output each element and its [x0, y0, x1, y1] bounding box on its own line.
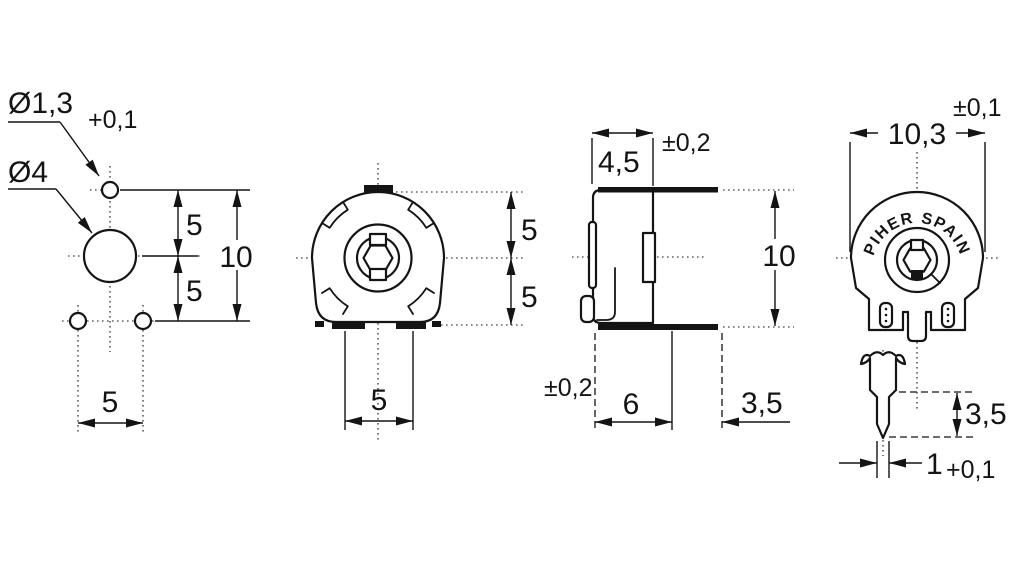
foot-outer-right — [432, 321, 441, 327]
dim-6-label: 6 — [623, 388, 640, 421]
dashed-extension-lines — [889, 391, 973, 438]
extension-lines-width — [591, 138, 654, 186]
dashed-extension-lines — [594, 333, 723, 430]
dim-10_3-label: 10,3 — [888, 118, 946, 151]
dim-5-bottom-label: 5 — [186, 275, 203, 308]
label-mask — [757, 239, 801, 270]
tol-0_2-top-label: ±0,2 — [662, 129, 710, 157]
hex-socket — [902, 247, 932, 273]
bottom-left-hole — [68, 311, 88, 331]
dim-5-feet-label: 5 — [371, 384, 388, 417]
top-tab — [598, 187, 718, 193]
side-lug — [641, 231, 657, 284]
dim-4_5-label: 4,5 — [598, 146, 640, 179]
dia-small-tolerance: +0,1 — [88, 106, 137, 134]
slot-top — [368, 232, 388, 247]
foot-bump — [579, 294, 596, 324]
dia-large-label: Ø4 — [8, 156, 48, 189]
extension-lines-height — [723, 189, 794, 328]
foot-right — [396, 321, 426, 329]
tol-0_1-label: ±0,1 — [953, 94, 1001, 122]
pin-outline — [859, 351, 907, 440]
dim-5-spacing-label: 5 — [102, 386, 119, 419]
foot-left — [332, 321, 365, 329]
dim-3_5-label: 3,5 — [965, 398, 1007, 431]
front-view: 5 5 5 — [296, 163, 538, 442]
dim-5-bottom-label: 5 — [521, 281, 538, 314]
tol-0_1-label: +0,1 — [946, 456, 995, 484]
foot-inner-line — [596, 267, 616, 321]
extension-lines — [120, 189, 250, 322]
slot-top — [909, 238, 925, 252]
dim-5-top-label: 5 — [521, 214, 538, 247]
foot-outer-left — [315, 321, 324, 327]
terminal-dots — [884, 307, 950, 323]
left-tab — [587, 220, 598, 290]
slot-bottom — [368, 267, 388, 282]
dim-5-top-label: 5 — [186, 209, 203, 242]
dim-10-label: 10 — [762, 240, 795, 273]
bottom-tab — [598, 324, 718, 330]
label-mask — [216, 240, 258, 270]
extension-lines — [849, 142, 986, 252]
side-view: 4,5 ±0,2 10 ±0,2 6 3,5 — [544, 128, 801, 430]
dia-small-label: Ø1,3 — [8, 87, 73, 120]
hex-socket — [362, 244, 394, 272]
tol-0_2-bottom-label: ±0,2 — [544, 374, 592, 402]
pin-detail-view: 3,5 1 +0,1 — [839, 350, 1007, 484]
leader-small-hole — [8, 121, 99, 176]
slot-bottom — [911, 270, 923, 279]
dim-10-label: 10 — [219, 241, 252, 274]
large-hole — [82, 228, 138, 284]
extension-lines — [396, 191, 524, 326]
leader-large-hole — [8, 188, 92, 233]
hole-pattern-view: Ø1,3 +0,1 Ø4 5 5 10 5 — [8, 87, 258, 432]
rotor-mark — [930, 273, 941, 284]
dim-3_5-label: 3,5 — [741, 387, 783, 420]
small-hole — [100, 180, 120, 200]
top-slot-marker — [364, 185, 393, 193]
dim-1-label: 1 — [926, 448, 943, 481]
centerlines — [62, 166, 200, 432]
bottom-right-hole — [133, 311, 153, 331]
ring-notches — [321, 201, 435, 315]
feet-extension-lines — [344, 331, 414, 430]
label-mask — [878, 118, 956, 148]
top-view: PIHER SPAIN 10,3 ±0,1 — [836, 94, 1001, 412]
